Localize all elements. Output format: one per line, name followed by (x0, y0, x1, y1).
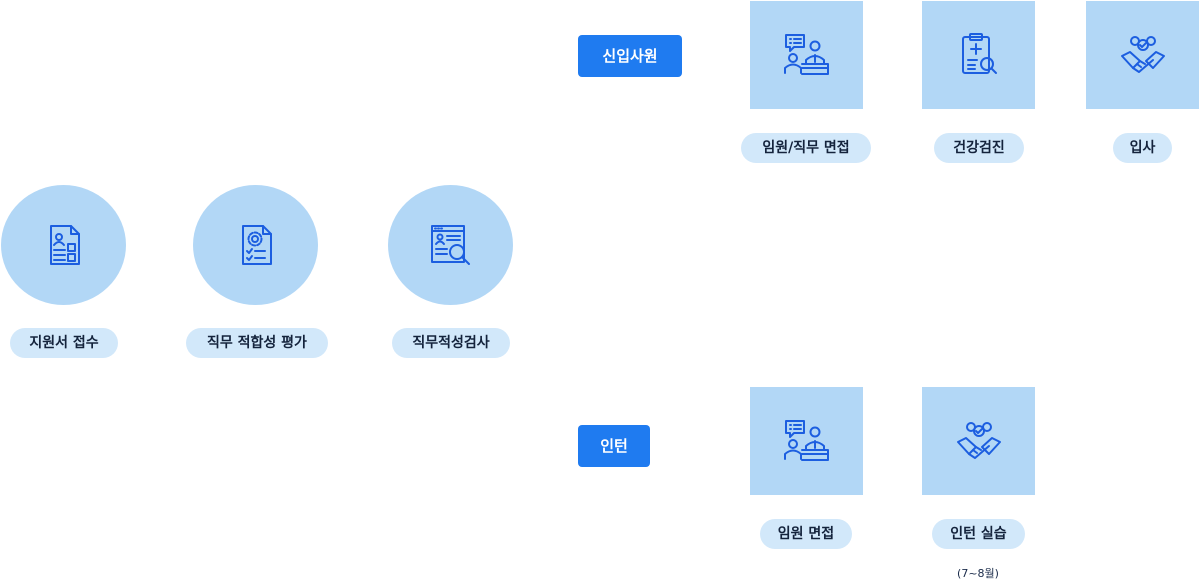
new-hire-join-box (1086, 1, 1199, 109)
step-label-job-fit: 직무 적합성 평가 (186, 328, 328, 358)
step-label-application: 지원서 접수 (10, 328, 118, 358)
step-application-circle (1, 185, 126, 305)
new-hire-health-box (922, 1, 1035, 109)
handshake-icon (1118, 32, 1168, 78)
intern-practice-box (922, 387, 1035, 495)
new-hire-label-interview: 임원/직무 면접 (741, 133, 871, 163)
handshake-icon (954, 418, 1004, 464)
new-hire-label-join: 입사 (1113, 133, 1172, 163)
interview-icon (782, 32, 832, 78)
new-hire-interview-box (750, 1, 863, 109)
step-job-fit-circle (193, 185, 318, 305)
intern-period-note: (7~8월) (957, 567, 999, 580)
new-hire-label-health: 건강검진 (934, 133, 1024, 163)
job-fit-evaluation-icon (233, 222, 279, 268)
aptitude-test-icon (427, 221, 475, 269)
intern-interview-box (750, 387, 863, 495)
intern-label-interview: 임원 면접 (760, 519, 852, 549)
step-label-aptitude: 직무적성검사 (392, 328, 510, 358)
intern-label-practice: 인턴 실습 (932, 519, 1025, 549)
interview-icon (782, 418, 832, 464)
step-aptitude-circle (388, 185, 513, 305)
health-checkup-icon (955, 31, 1003, 79)
track-tag-new-hire: 신입사원 (578, 35, 682, 77)
track-tag-intern: 인턴 (578, 425, 650, 467)
application-form-icon (41, 222, 87, 268)
